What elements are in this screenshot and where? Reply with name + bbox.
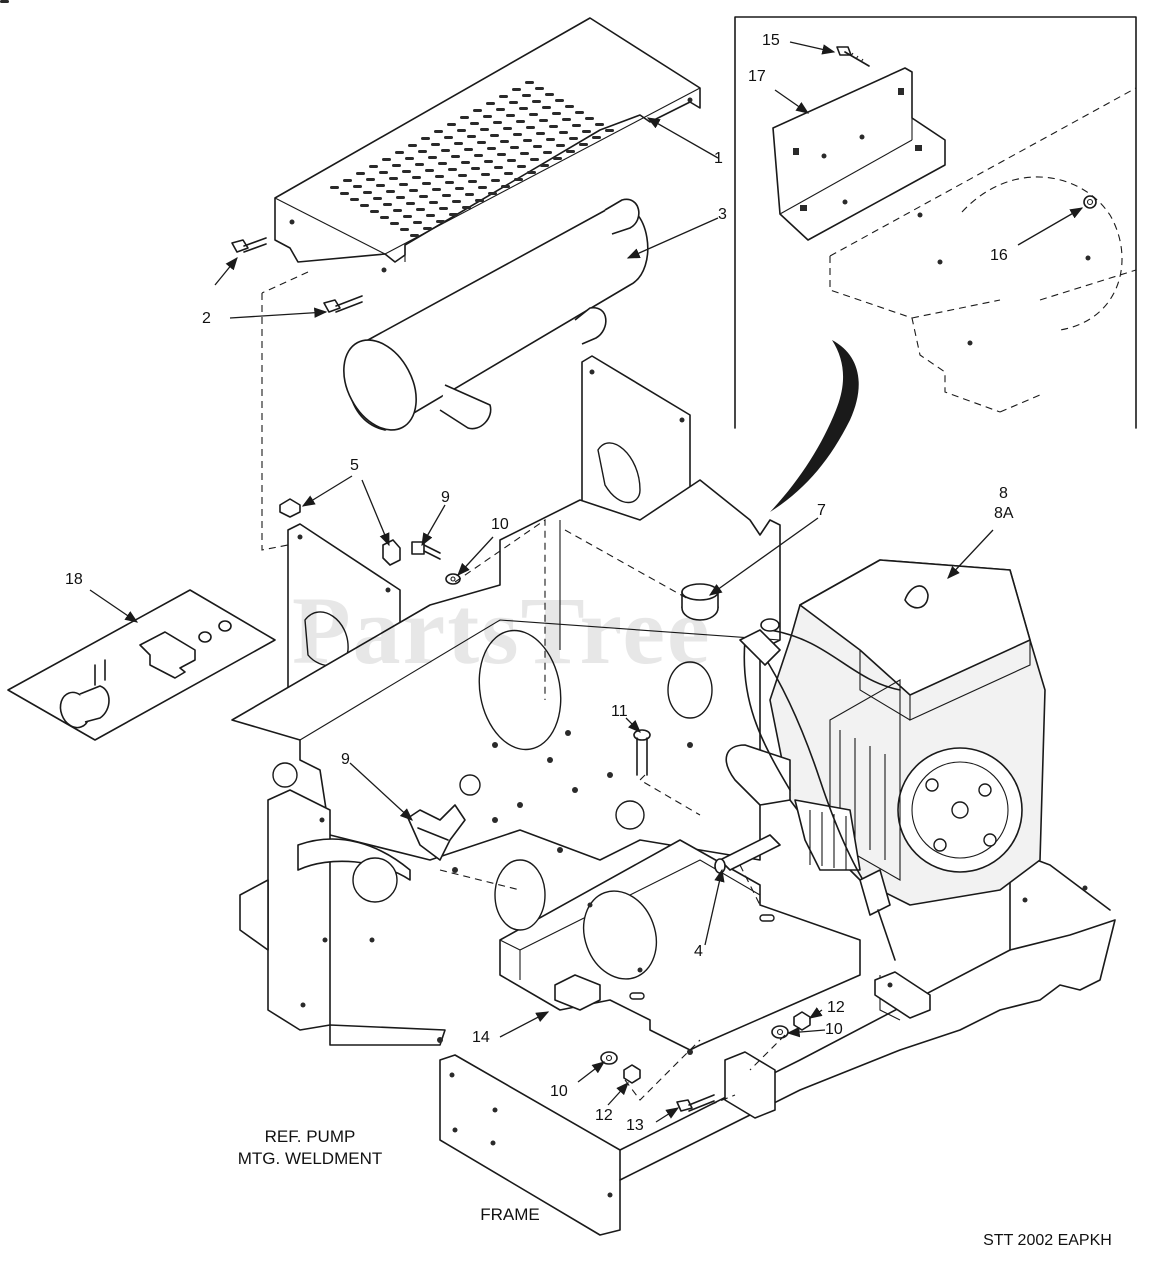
clip-5a: [279, 498, 301, 518]
note-frame: FRAME: [480, 1205, 540, 1224]
label-part-9b: 9: [341, 751, 350, 768]
label-part-1: 1: [714, 150, 723, 167]
assembly-lines: [261, 271, 786, 1106]
washer-10c: [771, 1025, 789, 1039]
label-part-18: 18: [65, 571, 83, 588]
vent-slots: [0, 0, 614, 237]
label-part-5: 5: [350, 457, 359, 474]
label-part-8a: 8A: [994, 505, 1014, 522]
label-part-10b: 10: [550, 1083, 568, 1100]
label-part-7: 7: [817, 502, 826, 519]
label-part-9a: 9: [441, 489, 450, 506]
label-part-17: 17: [748, 68, 766, 85]
side-channel: [239, 789, 446, 1046]
engine-mount-plate: [231, 479, 781, 873]
label-part-13: 13: [626, 1117, 644, 1134]
label-part-12a: 12: [595, 1107, 613, 1124]
inset-detail-box: [734, 16, 1137, 429]
spacer-7: [681, 583, 719, 621]
nut-12a: [623, 1064, 641, 1084]
clip-5b: [382, 539, 401, 566]
washer-10b: [600, 1051, 618, 1065]
engine: [725, 559, 1046, 961]
label-part-10a: 10: [491, 516, 509, 533]
label-part-11: 11: [611, 703, 628, 720]
heat-shield-cover: [0, 0, 701, 273]
curved-callout-arrow: [770, 340, 859, 512]
label-part-16: 16: [990, 247, 1008, 264]
nut-12b: [793, 1011, 811, 1031]
label-part-2: 2: [202, 310, 211, 327]
bolt-13: [676, 1094, 715, 1112]
leader-lines: [89, 41, 1084, 1123]
watermark: PartsTree: [292, 577, 712, 684]
pump-mount-weldment: [494, 839, 861, 1055]
hour-meter-kit: [7, 589, 276, 741]
label-part-12b: 12: [827, 999, 845, 1016]
pin-11: [633, 729, 651, 776]
frame-section: [439, 849, 1116, 1236]
bolt-9b: [407, 804, 466, 861]
drawing-code: STT 2002 EAPKH: [983, 1232, 1112, 1249]
bolt-2b: [323, 295, 363, 313]
muffler: [343, 198, 649, 431]
label-part-3: 3: [718, 206, 727, 223]
note-ref-pump-mtg-weldment: REF. PUMP MTG. WELDMENT: [237, 1127, 383, 1168]
bolt-9a: [411, 541, 441, 560]
label-part-10c: 10: [825, 1021, 843, 1038]
label-part-4: 4: [694, 943, 703, 960]
label-part-14: 14: [472, 1029, 490, 1046]
label-part-15: 15: [762, 32, 780, 49]
label-part-8: 8: [999, 485, 1008, 502]
bolt-2a: [231, 237, 267, 253]
